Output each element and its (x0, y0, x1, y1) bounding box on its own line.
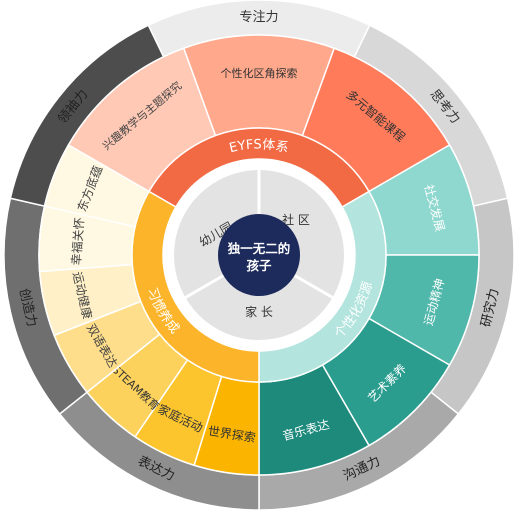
family-label: 家 长 (245, 304, 273, 319)
center-circle-bg (218, 214, 300, 296)
group-title-text: EYFS体系 (228, 137, 290, 156)
group-title-eyfs: EYFS体系 (228, 137, 290, 156)
center-circle: 独一无二的 孩子 (218, 214, 300, 296)
center-line-2: 孩子 (246, 258, 272, 273)
center-line-1: 独一无二的 (227, 241, 291, 256)
group-band-habits (131, 190, 260, 383)
segment-label: 个性化区角探索 (221, 66, 298, 80)
community-label: 社 区 (282, 212, 310, 227)
segment-label: 幸福关怀 (68, 217, 87, 266)
competency-label: 专注力 (239, 10, 278, 25)
